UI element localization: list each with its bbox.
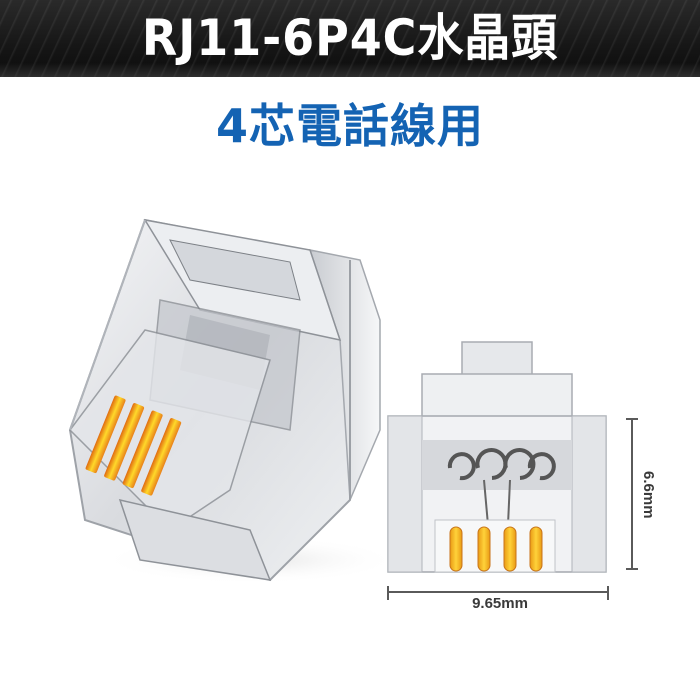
width-dimension-cap-left	[387, 586, 389, 600]
height-dimension-line	[626, 418, 638, 570]
product-subtitle: 4芯電話線用	[215, 99, 484, 153]
banner-streak-texture	[0, 0, 700, 77]
height-dimension-label: 6.6mm	[640, 471, 657, 519]
width-dimension-cap-right	[607, 586, 609, 600]
connector-perspective-image	[50, 200, 400, 590]
product-title: RJ11-6P4C水晶頭	[141, 9, 559, 67]
banner-bottom-glow	[0, 63, 700, 77]
height-dimension-cap-bottom	[626, 568, 638, 570]
width-dimension-line	[387, 586, 609, 600]
width-dimension-label: 9.65mm	[472, 595, 528, 612]
width-dimension-bar	[387, 591, 609, 593]
connector-front-view-image	[380, 330, 610, 580]
height-dimension-bar	[631, 418, 633, 570]
title-banner: RJ11-6P4C水晶頭	[0, 0, 700, 77]
